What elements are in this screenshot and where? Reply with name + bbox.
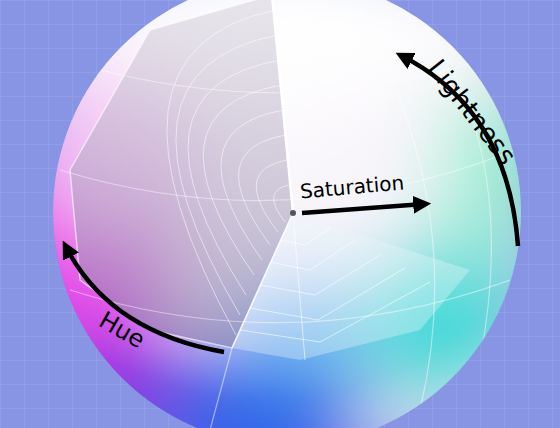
hsl-sphere-illustration bbox=[0, 0, 560, 428]
hsl-sphere-figure: LightnessSaturationHue bbox=[0, 0, 560, 428]
